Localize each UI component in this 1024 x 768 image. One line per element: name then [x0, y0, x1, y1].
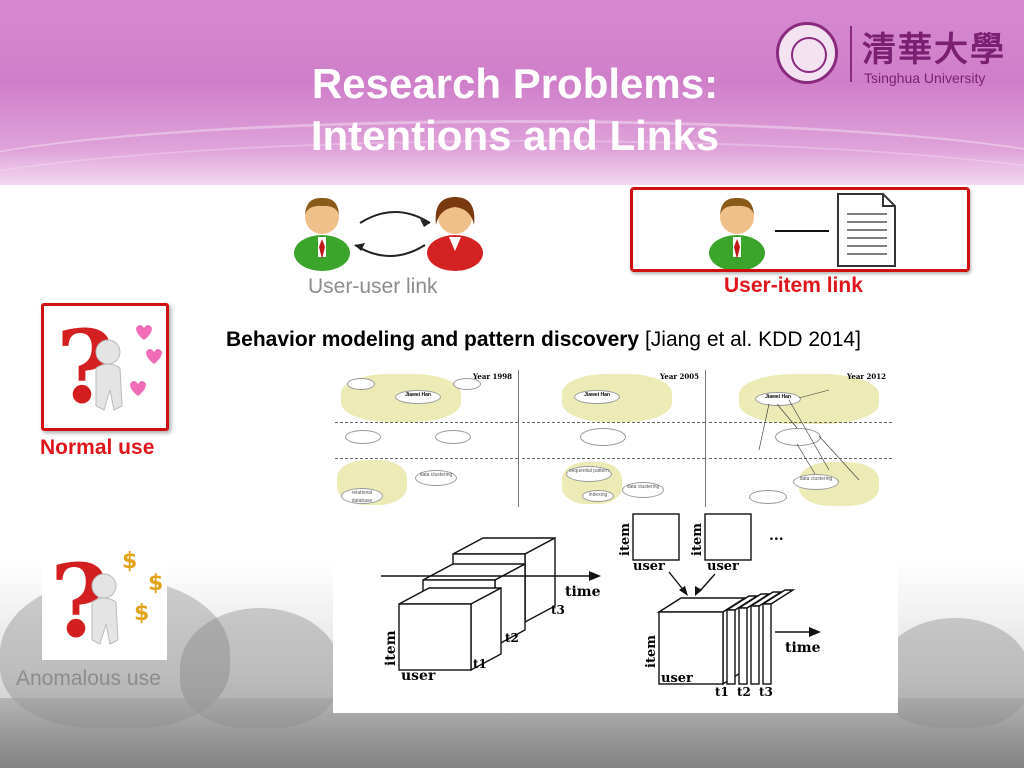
- user-icon: [709, 197, 765, 271]
- ellipsis-label: ...: [769, 528, 784, 544]
- user-user-illustration: [294, 197, 483, 271]
- logo-english-name: Tsinghua University: [864, 70, 986, 86]
- user-user-panel: [220, 193, 558, 271]
- anomalous-use-label: Anomalous use: [16, 667, 161, 690]
- year-label: Year 1998: [473, 372, 512, 381]
- network-edges: [758, 389, 860, 481]
- normal-use-label: Normal use: [40, 436, 155, 459]
- logo-divider: [850, 26, 852, 82]
- user-item-panel: [630, 187, 970, 272]
- tensor-diagram: time t3 t2 t1 user item item user item u…: [381, 513, 821, 699]
- slide-title: Research Problems: Intentions and Links: [250, 58, 780, 162]
- user-icon: [427, 197, 483, 271]
- network-panel: Year 2012 Jiawei Han data clustering: [709, 370, 892, 507]
- item-axis-label: item: [383, 630, 399, 666]
- user-axis-label: user: [661, 671, 693, 686]
- topic-node: sequential pattern: [566, 466, 612, 482]
- heart-icon: [130, 325, 162, 396]
- time-tick: t3: [551, 603, 565, 617]
- link-arrow: [354, 244, 426, 257]
- svg-text:$: $: [134, 601, 149, 626]
- user-item-illustration: [709, 193, 896, 271]
- item-axis-label: item: [690, 523, 705, 556]
- topic-node: data clustering: [415, 470, 457, 486]
- university-logo: 清華大學 Tsinghua University: [776, 20, 1006, 90]
- author-node: Jiawei Han: [574, 390, 620, 404]
- item-axis-label: item: [644, 635, 659, 668]
- network-panel: Year 2005 Jiawei Han sequential pattern …: [522, 370, 706, 507]
- logo-chinese-name: 清華大學: [862, 30, 1006, 70]
- normal-use-icon-box: ?: [41, 303, 169, 431]
- time-axis-label: time: [565, 584, 601, 600]
- time-tick: t1: [473, 657, 487, 671]
- citation: [Jiang et al. KDD 2014]: [639, 328, 861, 351]
- user-item-link-label: User-item link: [724, 274, 863, 297]
- topic-node: data clustering: [793, 474, 839, 490]
- header-wave: [0, 140, 1024, 185]
- time-axis-label: time: [785, 640, 821, 656]
- time-tick: t1: [715, 685, 729, 699]
- dollar-icon: $ $ $: [122, 549, 163, 626]
- seal-icon: [776, 22, 838, 84]
- header-fade: [0, 150, 1024, 185]
- title-line-1: Research Problems:: [311, 60, 719, 107]
- question-figure-icon: ?: [56, 308, 162, 426]
- user-user-link-label: User-user link: [308, 275, 438, 298]
- tensor-figure: time t3 t2 t1 user item item user item u…: [333, 510, 898, 713]
- topic-node: indexing: [582, 490, 614, 502]
- user-axis-label: user: [707, 559, 739, 574]
- network-panel: Year 1998 Jiawei Han data clustering rel…: [335, 370, 519, 507]
- topic-node: relational database: [341, 488, 383, 504]
- behavior-title: Behavior modeling and pattern discovery: [226, 328, 640, 351]
- question-figure-icon: ? $ $ $: [50, 542, 163, 660]
- topic-node: data clustering: [622, 482, 664, 498]
- behavior-caption: Behavior modeling and pattern discovery …: [226, 328, 861, 352]
- anomalous-use-icon-box: ? $ $ $: [42, 538, 167, 660]
- header-wave: [0, 120, 1024, 185]
- user-axis-label: user: [401, 668, 436, 684]
- time-tick: t3: [759, 685, 773, 699]
- svg-text:$: $: [148, 571, 163, 596]
- header-band: [0, 0, 1024, 185]
- item-axis-label: item: [618, 523, 633, 556]
- time-tick: t2: [737, 685, 751, 699]
- link-arrow: [359, 211, 431, 224]
- time-tick: t2: [505, 631, 519, 645]
- user-axis-label: user: [633, 559, 665, 574]
- svg-text:$: $: [122, 549, 137, 574]
- user-icon: [294, 197, 350, 271]
- document-icon: [837, 193, 896, 267]
- title-line-2: Intentions and Links: [310, 112, 720, 159]
- network-evolution-figure: Year 1998 Jiawei Han data clustering rel…: [333, 367, 898, 510]
- year-label: Year 2005: [660, 372, 699, 381]
- year-label: Year 2012: [847, 372, 886, 381]
- author-node: Jiawei Han: [395, 390, 441, 404]
